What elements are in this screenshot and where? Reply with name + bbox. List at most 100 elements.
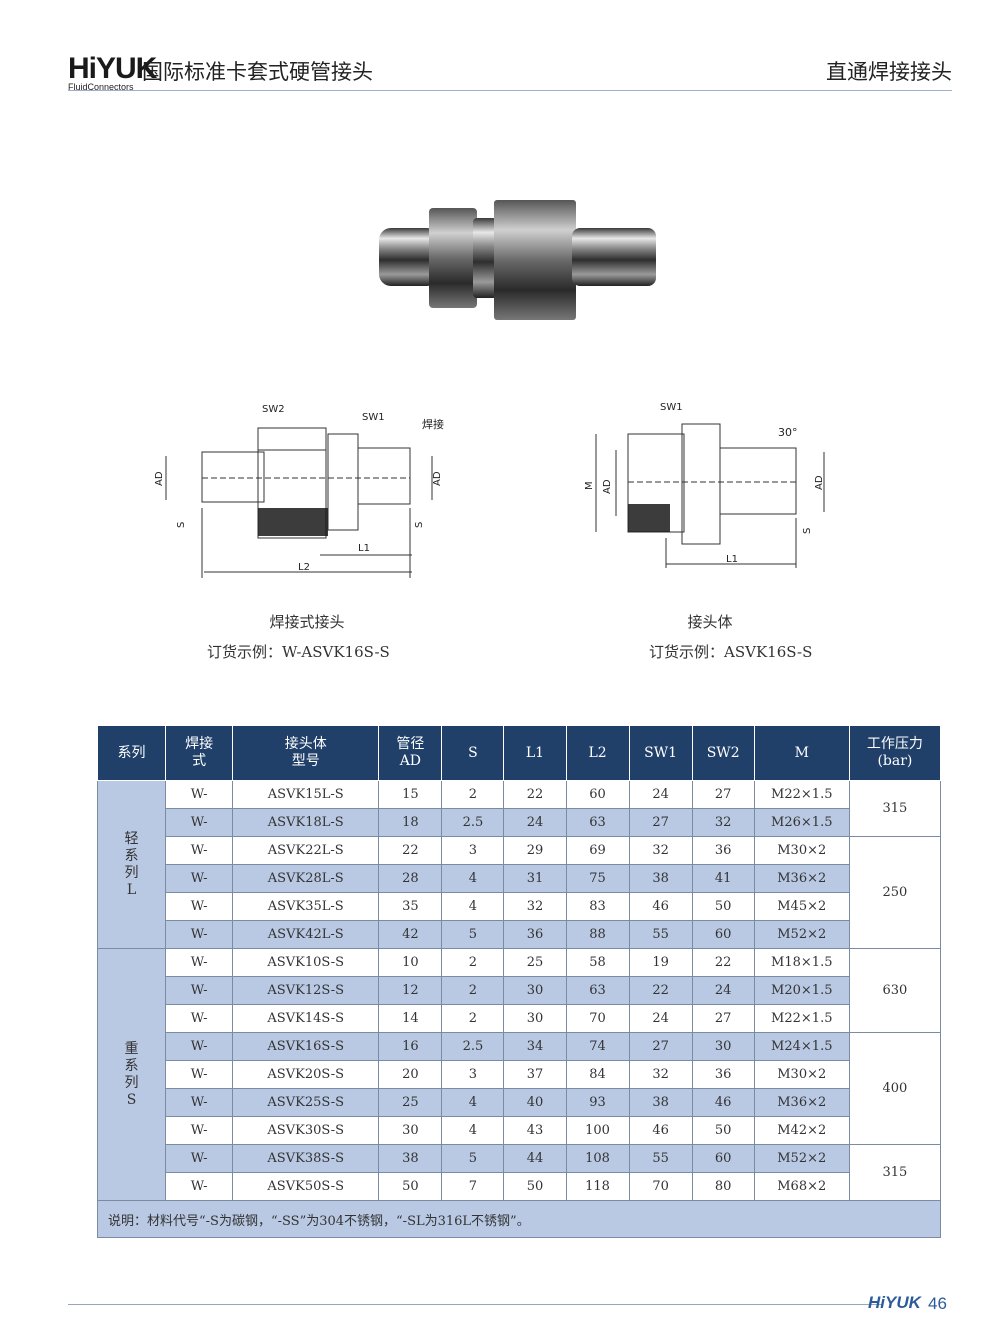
table-cell: 70 (628, 1172, 693, 1201)
table-cell: M45×2 (753, 892, 850, 921)
table-cell: 32 (691, 808, 755, 837)
table-cell: 93 (565, 1088, 630, 1117)
table-cell: 30 (691, 1032, 755, 1061)
label-s-left: S (176, 522, 187, 528)
pressure-cell: 400 (848, 1032, 942, 1145)
table-cell: W- (165, 1088, 234, 1117)
left-caption-order: 订货示例：W-ASVK16S-S (207, 643, 390, 661)
table-cell: W- (165, 1144, 234, 1173)
table-cell: ASVK42L-S (232, 920, 380, 949)
table-cell: 28 (378, 864, 443, 893)
table-cell: 84 (565, 1060, 630, 1089)
table-cell: 22 (691, 948, 755, 977)
table-cell: 38 (628, 1088, 693, 1117)
table-cell: 69 (565, 836, 630, 865)
table-cell: 50 (691, 1116, 755, 1145)
table-cell: ASVK50S-S (232, 1172, 380, 1201)
table-cell: W- (165, 892, 234, 921)
table-cell: 43 (503, 1116, 567, 1145)
table-cell: 63 (565, 976, 630, 1005)
table-cell: M36×2 (753, 1088, 850, 1117)
table-cell: 34 (503, 1032, 567, 1061)
table-cell: 29 (503, 836, 567, 865)
label-l1: L1 (726, 554, 738, 565)
table-cell: 46 (691, 1088, 755, 1117)
table-cell: 5 (441, 920, 505, 949)
table-note: 说明：材料代号“-S为碳钢，“-SS”为304不锈钢，“-SL为316L不锈钢”… (97, 1200, 941, 1238)
table-cell: 4 (441, 1088, 505, 1117)
table-cell: M22×1.5 (753, 780, 850, 809)
table-cell: 2.5 (441, 1032, 505, 1061)
label-sw1: SW1 (362, 412, 385, 423)
table-cell: 3 (441, 1060, 505, 1089)
table-cell: 55 (628, 1144, 693, 1173)
table-cell: 2 (441, 780, 505, 809)
table-cell: ASVK20S-S (232, 1060, 380, 1089)
column-header: SW1 (628, 725, 693, 781)
brand-logo-text: HiYUK (68, 52, 157, 85)
pressure-cell: 250 (848, 836, 942, 949)
table-cell: M42×2 (753, 1116, 850, 1145)
table-cell: W- (165, 948, 234, 977)
column-header: SW2 (691, 725, 755, 781)
table-cell: 22 (628, 976, 693, 1005)
table-cell: ASVK10S-S (232, 948, 380, 977)
table-cell: M30×2 (753, 836, 850, 865)
table-cell: 5 (441, 1144, 505, 1173)
table-cell: 46 (628, 1116, 693, 1145)
table-cell: M18×1.5 (753, 948, 850, 977)
label-l1: L1 (358, 543, 370, 554)
table-cell: W- (165, 1116, 234, 1145)
label-ad-left: AD (602, 479, 613, 494)
table-cell: 14 (378, 1004, 443, 1033)
table-cell: M30×2 (753, 1060, 850, 1089)
table-cell: W- (165, 808, 234, 837)
table-cell: 24 (691, 976, 755, 1005)
product-photo (379, 200, 656, 320)
table-cell: 36 (503, 920, 567, 949)
table-cell: 27 (691, 1004, 755, 1033)
table-cell: 70 (565, 1004, 630, 1033)
table-cell: 60 (691, 920, 755, 949)
table-cell: 25 (378, 1088, 443, 1117)
label-s-right: S (414, 522, 425, 528)
table-cell: 38 (378, 1144, 443, 1173)
table-cell: 25 (503, 948, 567, 977)
table-cell: ASVK14S-S (232, 1004, 380, 1033)
pressure-cell: 315 (848, 1144, 942, 1201)
table-cell: 108 (565, 1144, 630, 1173)
table-cell: 30 (378, 1116, 443, 1145)
table-cell: 27 (691, 780, 755, 809)
table-cell: W- (165, 1032, 234, 1061)
table-cell: 42 (378, 920, 443, 949)
table-cell: 27 (628, 808, 693, 837)
brand-logo: HiYUK FluidConnectors (68, 52, 157, 93)
table-cell: M22×1.5 (753, 1004, 850, 1033)
table-cell: ASVK18L-S (232, 808, 380, 837)
table-cell: 30 (503, 976, 567, 1005)
table-cell: 7 (441, 1172, 505, 1201)
table-cell: M26×1.5 (753, 808, 850, 837)
welding-connector-drawing: SW2 SW1 焊接 AD AD S S L1 L2 (154, 404, 444, 578)
footer-logo: HiYUK (868, 1293, 921, 1312)
table-cell: ASVK16S-S (232, 1032, 380, 1061)
table-cell: 46 (628, 892, 693, 921)
table-cell: 50 (503, 1172, 567, 1201)
connector-body-drawing: SW1 30° M AD AD S L1 (584, 402, 825, 568)
table-cell: 4 (441, 1116, 505, 1145)
table-cell: 2 (441, 948, 505, 977)
column-header: 焊接式 (165, 725, 234, 781)
column-header: L2 (565, 725, 630, 781)
table-cell: 60 (565, 780, 630, 809)
